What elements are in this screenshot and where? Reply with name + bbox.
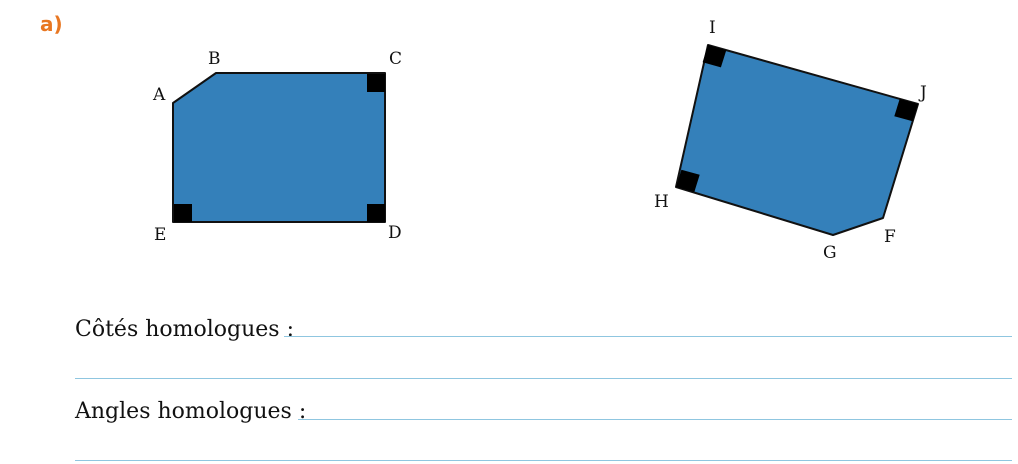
angles-answer-line-extra[interactable] — [75, 460, 1012, 461]
right-angle-mark-j — [894, 98, 918, 122]
pentagon-ijfgh: I J F G H — [654, 18, 927, 263]
right-angle-mark-e — [174, 204, 192, 222]
sides-answer-line-extra[interactable] — [75, 378, 1012, 379]
angles-answer-line[interactable] — [298, 419, 1012, 420]
right-angle-mark-h — [676, 169, 700, 193]
vertex-label-e: E — [154, 225, 166, 245]
pentagon-ijfgh-shape — [675, 44, 919, 236]
right-angle-mark-c — [367, 74, 385, 92]
exercise-part-label: a) — [40, 12, 63, 36]
vertex-label-a: A — [152, 85, 166, 105]
sides-answer-line[interactable] — [284, 336, 1012, 337]
vertex-label-f: F — [884, 227, 896, 247]
vertex-label-g: G — [823, 243, 837, 263]
pentagon-abcde: A B C D E — [152, 49, 402, 245]
pentagon-abcde-shape — [172, 72, 386, 223]
vertex-label-i: I — [709, 18, 716, 38]
vertex-label-c: C — [389, 49, 402, 69]
vertex-label-d: D — [388, 223, 402, 243]
sides-answer-label: Côtés homologues : — [75, 317, 294, 342]
right-angle-mark-d — [367, 204, 385, 222]
vertex-label-b: B — [208, 49, 221, 69]
right-angle-mark-i — [702, 45, 727, 68]
angles-answer-label: Angles homologues : — [75, 399, 307, 424]
polygon-figures: A B C D E I J F G H — [152, 18, 927, 263]
vertex-label-h: H — [654, 192, 669, 212]
vertex-label-j: J — [918, 83, 927, 103]
